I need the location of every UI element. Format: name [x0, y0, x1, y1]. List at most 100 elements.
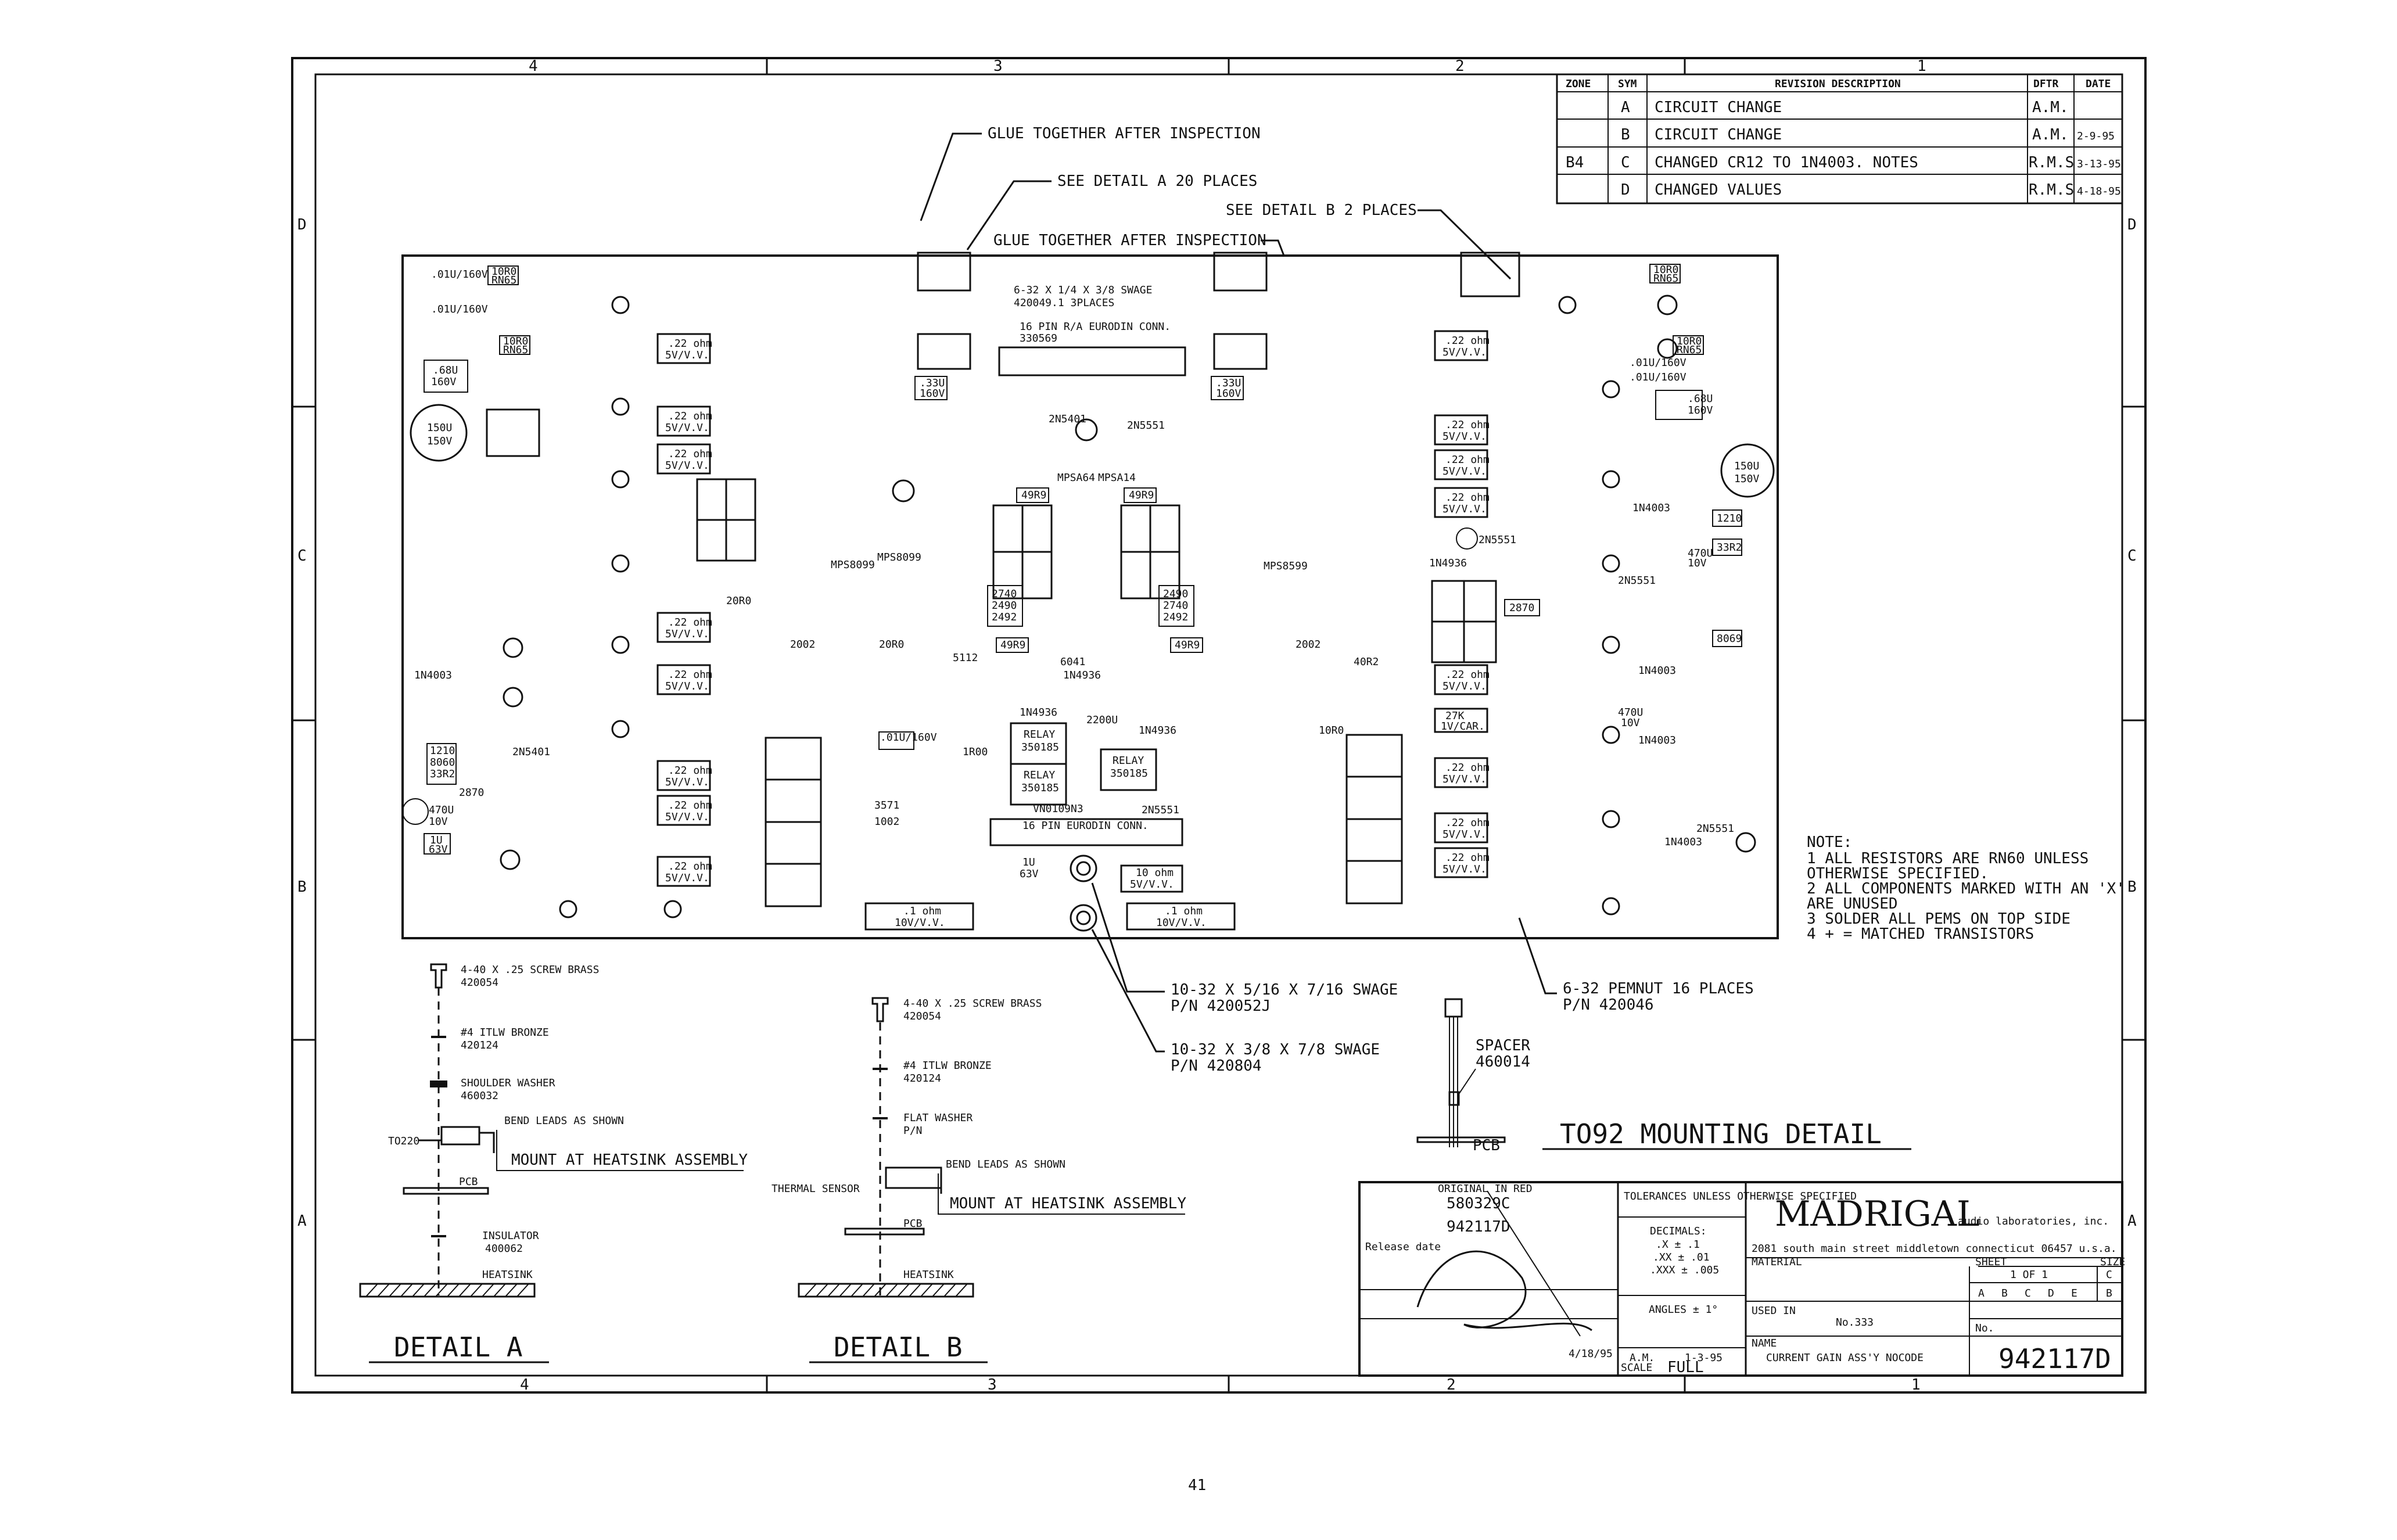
resistor-rating: 5V/V.V.	[665, 776, 709, 788]
signature-scribble	[1416, 1250, 1592, 1331]
resistor	[996, 637, 1029, 653]
resistor-value: 49R9	[1021, 489, 1046, 501]
transistor-label: 2N5551	[1696, 823, 1734, 835]
relay-pn: 350185	[1021, 741, 1059, 753]
resistor-type: RN65	[1653, 272, 1678, 285]
print-number: 942117D	[1447, 1218, 1510, 1236]
resistor-column-left: .22 ohm 5V/V.V. .22 ohm 5V/V.V. .22 ohm …	[656, 333, 712, 887]
pemnut-hole	[611, 636, 630, 654]
power-resistor	[656, 333, 711, 364]
used-in-value: No.333	[1836, 1316, 1874, 1329]
cap-value: 470U	[1618, 706, 1643, 719]
resistor-value: .1 ohm	[1165, 905, 1203, 917]
power-resistor	[1434, 449, 1488, 480]
swage-hole-large	[1070, 904, 1097, 932]
note-line: 1 ALL RESISTORS ARE RN60 UNLESS	[1807, 850, 2089, 867]
cap-value: 150U	[1734, 460, 1759, 472]
test-point	[1735, 832, 1756, 853]
connector-bottom-label: 16 PIN EURODIN CONN.	[1022, 820, 1149, 832]
rev-header-dftr: DFTR	[2033, 78, 2059, 90]
screw-icon	[430, 963, 447, 989]
resistor-value: .22 ohm	[1445, 491, 1490, 504]
no-label: No.	[1975, 1322, 1994, 1334]
pcb-bar	[844, 1227, 925, 1236]
rev-dftr: R.M.S	[2029, 181, 2074, 199]
power-resistor	[656, 760, 711, 791]
resistor-type: RN65	[491, 274, 516, 286]
hatch-lines	[804, 1283, 968, 1297]
material-label: MATERIAL	[1752, 1256, 1802, 1268]
zone-label-left: D	[297, 216, 307, 234]
rev-desc: CHANGED CR12 TO 1N4003. NOTES	[1655, 154, 1918, 171]
capacitor-box	[1211, 376, 1244, 400]
pemnut-hole	[1602, 554, 1620, 573]
center-parts: 2N5401 2N5551 MPSA64 MPSA14 49R9 49R9 .3…	[726, 376, 1379, 880]
resistor-rating: 5V/V.V.	[665, 811, 709, 823]
leader-line	[966, 180, 1052, 250]
callout-swage-a-pn: P/N 420052J	[1171, 997, 1271, 1015]
cap-voltage: 10V	[1688, 557, 1707, 569]
detail-a-pcb: PCB	[459, 1176, 478, 1188]
relay-pn: 350185	[1021, 782, 1059, 794]
tolerances-label: TOLERANCES UNLESS OTHERWISE SPECIFIED	[1624, 1190, 1857, 1202]
resistor-value: 1210	[430, 745, 455, 757]
tolerance-1: .X ± .1	[1656, 1239, 1700, 1251]
rev-dftr: A.M.	[2032, 126, 2069, 143]
resistor-value: 49R9	[1175, 639, 1200, 651]
rev-letter: B	[2001, 1287, 2008, 1300]
resistor	[1124, 487, 1157, 503]
notes-block: NOTE: 1 ALL RESISTORS ARE RN60 UNLESS OT…	[1807, 834, 2125, 943]
rev-dftr: A.M.	[2032, 99, 2069, 116]
resistor	[1504, 599, 1540, 616]
resistor-value: 2870	[1509, 602, 1534, 614]
zone-label-bottom: 3	[988, 1376, 997, 1394]
transistor-body	[1456, 527, 1478, 550]
cap-voltage: 63V	[429, 843, 448, 856]
to92-spacer-pn: 460014	[1476, 1053, 1530, 1071]
pemnut-hole	[1602, 726, 1620, 744]
diode-label: 1N4003	[1664, 836, 1702, 848]
resistor-type: RN65	[503, 344, 528, 356]
detail-a-to220: TO220	[388, 1135, 419, 1147]
power-resistor	[656, 405, 711, 437]
resistor-rating: 5V/V.V.	[1442, 465, 1487, 478]
resistor-value: 8060	[430, 756, 455, 769]
resistor-rating: 5V/V.V.	[1442, 503, 1487, 515]
resistor-value: 1002	[874, 816, 899, 828]
resistor-value: 1R00	[963, 746, 988, 758]
title-block: ORIGINAL IN RED 580329C 942117D Release …	[1358, 1181, 2125, 1377]
crossout-line	[1487, 1190, 1581, 1337]
power-resistor	[1434, 330, 1488, 361]
rev-letter: D	[2048, 1287, 2054, 1300]
cap-voltage: 160V	[1688, 404, 1713, 417]
zone-label-left: A	[297, 1212, 307, 1230]
resistor-value: 49R9	[1000, 639, 1025, 651]
connector-top-label: 16 PIN R/A EURODIN CONN.	[1020, 321, 1171, 333]
power-resistor	[656, 443, 711, 475]
transistor-label: 2N5401	[1049, 413, 1086, 425]
diode-label: 1N4936	[1139, 724, 1176, 737]
detail-b-flat: FLAT WASHER	[903, 1112, 973, 1124]
resistor-type: RN65	[1677, 344, 1702, 356]
connector-bottom	[989, 818, 1183, 846]
rev-desc: CIRCUIT CHANGE	[1655, 99, 1782, 116]
pemnut-hole	[559, 900, 577, 918]
diode-label: 1N4936	[1063, 669, 1101, 681]
swage-hole-inner	[1076, 861, 1091, 876]
rev-desc: CHANGED VALUES	[1655, 181, 1782, 199]
heatsink-hatch	[359, 1283, 536, 1298]
capacitor-box	[1655, 390, 1703, 420]
detail-a-washer-pn: 420124	[461, 1039, 498, 1051]
cap-voltage: 160V	[1216, 387, 1241, 400]
cap-value: 1U	[1022, 856, 1035, 868]
cap-value: 1U	[430, 834, 443, 846]
resistor-value: 2490	[1163, 588, 1188, 600]
resistor-value: .22 ohm	[668, 410, 712, 422]
to92-detail: SPACER 460014 PCB TO92 MOUNTING DETAIL	[1416, 998, 1911, 1154]
shoulder-washer-icon	[430, 1080, 447, 1087]
page-number: 41	[1188, 1477, 1206, 1494]
resistor	[1712, 630, 1742, 647]
resistor-value: .1 ohm	[903, 905, 941, 917]
resistor-value: 2002	[790, 638, 815, 651]
diode-label: 1N4003	[1638, 665, 1676, 677]
